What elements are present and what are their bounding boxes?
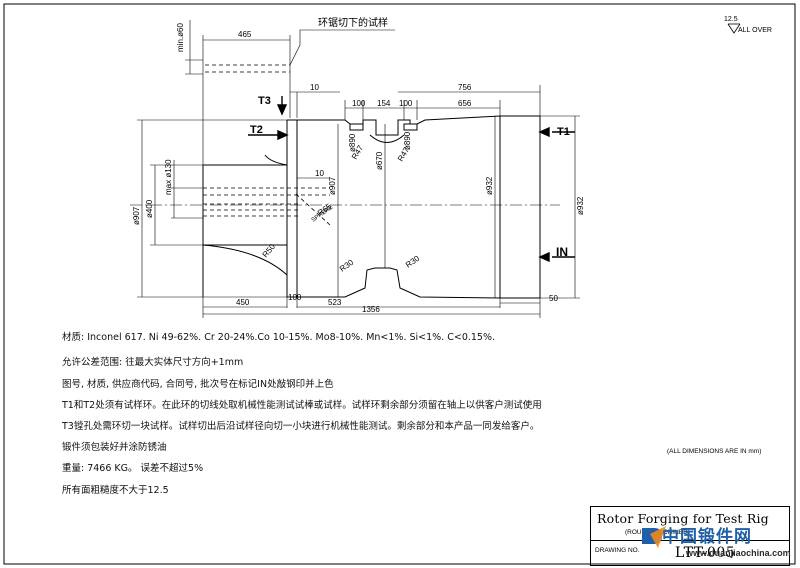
watermark-name: 中国锻件网 [662, 527, 752, 547]
label-r30-right: R30 [404, 254, 422, 270]
label-d907-inner: ø907 [328, 176, 337, 195]
section-arrows [248, 96, 575, 263]
watermark-logo-icon [642, 526, 666, 548]
dim-100-b: 100 [399, 99, 413, 108]
dim-656: 656 [458, 99, 472, 108]
dim-450: 450 [236, 298, 250, 307]
note-material: 材质: Inconel 617. Ni 49-62%. Cr 20-24%.Co… [62, 332, 496, 343]
roughness-symbol-icon [727, 23, 741, 34]
label-t2: T2 [250, 124, 263, 136]
label-t1: T1 [557, 126, 570, 138]
title-divider [591, 540, 789, 541]
drawing-labels: 环锯切下的试样 T1 T2 T3 IN 465 10 756 100 154 1… [132, 16, 585, 314]
note-marking: 图号, 材质, 供应商代码, 合同号, 批次号在标记IN处敲钢印并上色 [62, 379, 334, 390]
bore-hidden-lines [203, 64, 331, 226]
dim-154: 154 [377, 99, 391, 108]
label-d890-right: ø890 [403, 131, 412, 150]
dim-10-top: 10 [310, 83, 319, 92]
dim-10-mid: 10 [315, 169, 324, 178]
dim-1356: 1356 [362, 305, 380, 314]
label-d932-inner: ø932 [485, 176, 494, 195]
label-r30-left: R30 [338, 258, 356, 274]
roughness-all-over: ALL OVER [738, 27, 772, 34]
all-dimensions-note: (ALL DIMENSIONS ARE IN mm) [667, 448, 762, 455]
note-tolerance: 允许公差范围: 往最大实体尺寸方向+1mm [62, 357, 244, 368]
drawing-no-label: DRAWING NO. [595, 547, 640, 554]
drawing-title: Rotor Forging for Test Rig [597, 511, 769, 526]
label-d130: max ø130 [164, 159, 173, 195]
dim-523: 523 [328, 298, 342, 307]
label-in: IN [556, 245, 568, 259]
label-d890-left: ø890 [348, 133, 357, 152]
drawing-no: LTT-005 [675, 545, 736, 561]
note-roughness: 所有面粗糙度不大于12.5 [62, 485, 169, 496]
label-r50: R50 [261, 242, 278, 259]
dim-100-a: 100 [352, 99, 366, 108]
dim-100-bottom: 100 [288, 293, 302, 302]
drawing-frame [3, 3, 796, 565]
title-block: Rotor Forging for Test Rig (ROUGH MACHIN… [590, 506, 790, 566]
dim-465: 465 [238, 30, 252, 39]
note-t1-t2: T1和T2处须有试样环。在此环的切线处取机械性能测试试棒或试样。试样环剩余部分须… [62, 400, 542, 411]
label-min60: min.ø60 [176, 23, 185, 52]
dim-756: 756 [458, 83, 472, 92]
note-weight: 重量: 7466 KG。 误差不超过5% [62, 463, 204, 474]
watermark: 中国锻件网 www.duanjiaochina.com [640, 522, 798, 564]
label-t3: T3 [258, 95, 271, 107]
label-d907-left: ø907 [132, 206, 141, 225]
label-d932-right: ø932 [576, 196, 585, 215]
dimension-lines [137, 20, 580, 318]
note-t3: T3镗孔处需环切一块试样。试样切出后沿试样径向切一小块进行机械性能测试。剩余部分… [62, 421, 540, 432]
rotor-outline [202, 115, 541, 299]
label-d670: ø670 [375, 151, 384, 170]
dim-50: 50 [549, 294, 558, 303]
label-sample-cut: 环锯切下的试样 [318, 16, 388, 29]
note-packaging: 锻件须包装好并涂防锈油 [62, 442, 167, 453]
watermark-url: www.duanjiaochina.com [686, 548, 791, 558]
label-d400: ø400 [145, 199, 154, 218]
roughness-value: 12.5 [724, 16, 738, 23]
